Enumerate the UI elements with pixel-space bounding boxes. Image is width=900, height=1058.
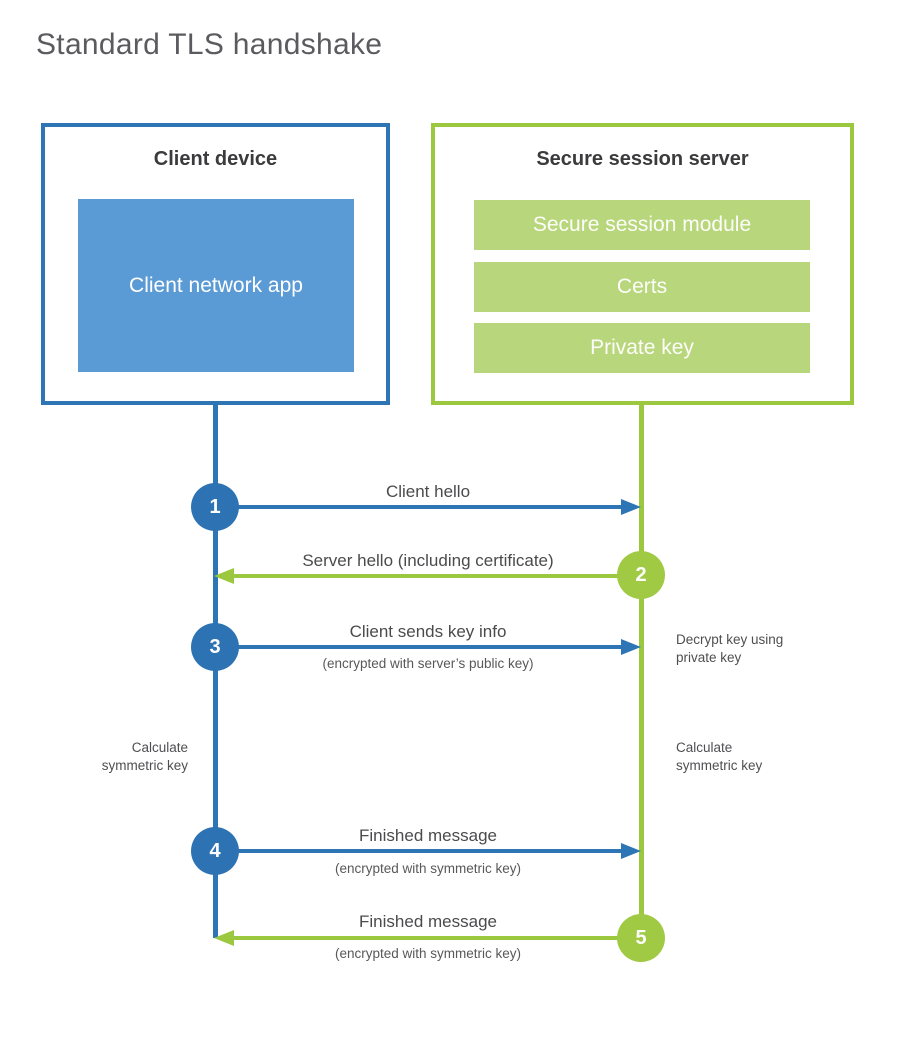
message-label-finished-client: Finished message bbox=[359, 826, 497, 845]
server-module-bar-private-key: Private key bbox=[474, 323, 810, 373]
message-sub-finished-client: (encrypted with symmetric key) bbox=[334, 861, 522, 876]
arrowhead-left-icon bbox=[214, 930, 234, 946]
client-network-app-box: Client network app bbox=[78, 199, 354, 372]
arrow-server-hello bbox=[233, 574, 641, 578]
message-sub-client-key-info: (encrypted with server’s public key) bbox=[322, 656, 534, 671]
arrowhead-right-icon bbox=[621, 639, 641, 655]
step-circle-5: 5 bbox=[617, 914, 665, 962]
arrowhead-right-icon bbox=[621, 499, 641, 515]
server-lifeline bbox=[639, 403, 644, 940]
client-device-title: Client device bbox=[153, 148, 278, 170]
server-module-bar-certs: Certs bbox=[474, 262, 810, 312]
step-circle-2: 2 bbox=[617, 551, 665, 599]
module-label: Secure session module bbox=[532, 213, 752, 236]
arrow-client-key-info bbox=[215, 645, 622, 649]
message-label-client-hello: Client hello bbox=[385, 482, 471, 501]
module-label: Private key bbox=[590, 336, 694, 359]
arrowhead-left-icon bbox=[214, 568, 234, 584]
server-module-bar-secure-session-module: Secure session module bbox=[474, 200, 810, 250]
module-label: Certs bbox=[616, 275, 668, 298]
note-decrypt-key: Decrypt key using private key bbox=[676, 632, 784, 665]
client-network-app-label: Client network app bbox=[129, 273, 303, 297]
step-circle-4: 4 bbox=[191, 827, 239, 875]
step-circle-3: 3 bbox=[191, 623, 239, 671]
page-title: Standard TLS handshake bbox=[36, 28, 383, 61]
note-calculate-symmetric-key-client: Calculate symmetric key bbox=[101, 740, 188, 773]
arrowhead-right-icon bbox=[621, 843, 641, 859]
note-calculate-symmetric-key-server: Calculate symmetric key bbox=[676, 740, 763, 773]
arrow-client-hello bbox=[215, 505, 622, 509]
step-circle-1: 1 bbox=[191, 483, 239, 531]
secure-session-server-title: Secure session server bbox=[536, 148, 749, 170]
arrow-finished-client bbox=[215, 849, 622, 853]
message-label-finished-server: Finished message bbox=[359, 912, 497, 931]
arrow-finished-server bbox=[233, 936, 641, 940]
message-sub-finished-server: (encrypted with symmetric key) bbox=[334, 946, 522, 961]
message-label-client-key-info: Client sends key info bbox=[349, 622, 507, 641]
message-label-server-hello: Server hello (including certificate) bbox=[302, 551, 554, 570]
